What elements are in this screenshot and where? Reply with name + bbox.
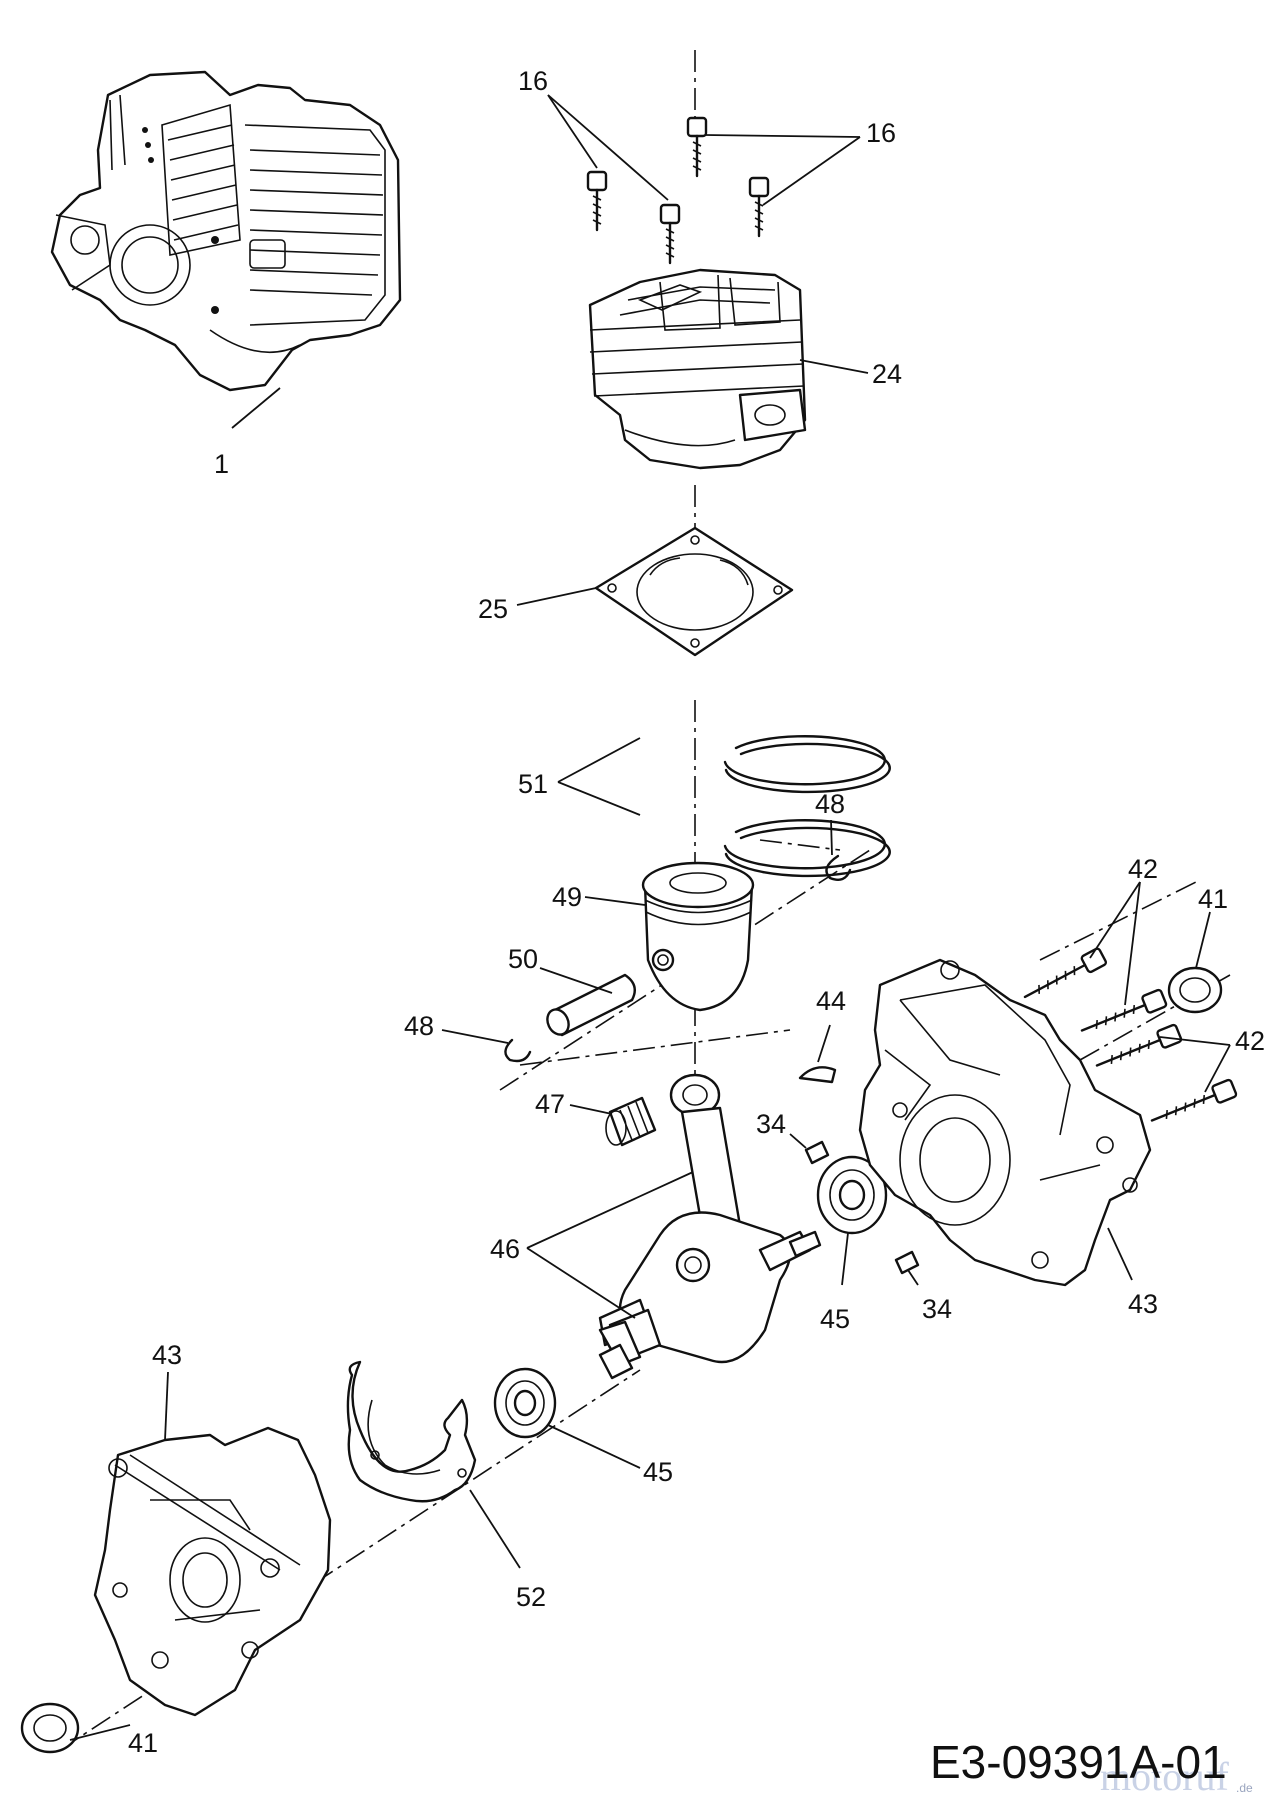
callout-16-left: 16 <box>518 66 548 96</box>
callout-43-right: 43 <box>1128 1289 1158 1319</box>
leader-25 <box>516 587 597 606</box>
callout-42-right: 42 <box>1235 1026 1265 1056</box>
leader-45-right <box>841 1232 849 1286</box>
needle-bearing-icon <box>605 1096 657 1147</box>
crankcase-icon-right <box>858 958 1152 1287</box>
dowel-pin-top <box>804 1140 830 1165</box>
leader-1 <box>231 387 281 429</box>
callout-47: 47 <box>535 1089 565 1119</box>
callout-25: 25 <box>478 594 508 624</box>
circlip-top <box>825 854 852 881</box>
leader-41-bottom <box>69 1724 131 1741</box>
callout-44: 44 <box>816 986 846 1016</box>
bearing-icon-right <box>816 1155 888 1235</box>
callout-41-bottom: 41 <box>128 1728 158 1758</box>
watermark-logo: motoruf <box>1100 1754 1230 1799</box>
leaders-46 <box>526 1171 694 1319</box>
callout-43-left: 43 <box>152 1340 182 1370</box>
callout-41-top: 41 <box>1198 884 1228 914</box>
piston-ring-icon <box>723 735 891 878</box>
diagram-code: E3-09391A-01 <box>930 1736 1227 1788</box>
crankcase-icon-left <box>93 1426 332 1717</box>
callout-49: 49 <box>552 882 582 912</box>
callout-24: 24 <box>872 359 902 389</box>
leader-41-top <box>1195 911 1211 969</box>
leader-34-bottom <box>907 1269 919 1286</box>
leader-43-right <box>1107 1227 1133 1281</box>
callout-48-left: 48 <box>404 1011 434 1041</box>
dowel-pin-bottom <box>894 1250 920 1275</box>
screw-icon-crankcase <box>1023 947 1238 1122</box>
leaders-42 <box>1089 881 1231 1093</box>
callout-50: 50 <box>508 944 538 974</box>
callout-1: 1 <box>214 449 229 479</box>
piston-pin-icon <box>546 973 636 1037</box>
leader-44 <box>817 1024 831 1063</box>
bearing-icon-left <box>493 1367 557 1439</box>
callout-16-right: 16 <box>866 118 896 148</box>
cylinder-icon <box>588 268 807 470</box>
watermark-suffix: .de <box>1236 1781 1253 1795</box>
callout-45-left: 45 <box>643 1457 673 1487</box>
leader-24 <box>799 359 869 374</box>
leader-52 <box>469 1489 521 1569</box>
callout-51: 51 <box>518 769 548 799</box>
leader-34-top <box>789 1133 807 1149</box>
callout-42-top: 42 <box>1128 854 1158 884</box>
leader-50 <box>539 967 613 994</box>
engine-assembly-icon <box>50 70 402 392</box>
leaders-16 <box>547 94 861 206</box>
leader-49 <box>584 896 646 906</box>
callout-45-right: 45 <box>820 1304 850 1334</box>
callout-52: 52 <box>516 1582 546 1612</box>
oil-seal-icon-bottom <box>20 1702 80 1754</box>
callout-46: 46 <box>490 1234 520 1264</box>
leader-48-top <box>830 819 833 856</box>
piston-icon <box>641 861 755 1012</box>
leader-43-left <box>164 1371 169 1441</box>
crankcase-gasket-icon <box>346 1360 477 1503</box>
callout-34-bottom: 34 <box>922 1294 952 1324</box>
circlip-left <box>504 1038 532 1063</box>
leader-47 <box>569 1104 613 1115</box>
crankshaft-icon <box>598 1073 822 1380</box>
callout-34-top: 34 <box>756 1109 786 1139</box>
leader-45-left <box>547 1424 641 1469</box>
oil-seal-icon <box>1167 966 1223 1014</box>
leaders-51 <box>557 737 641 816</box>
woodruff-key-icon <box>798 1066 837 1084</box>
gasket-icon <box>594 526 794 657</box>
screw-icon <box>586 116 770 265</box>
callout-48-top: 48 <box>815 789 845 819</box>
leader-48-left <box>441 1029 509 1044</box>
